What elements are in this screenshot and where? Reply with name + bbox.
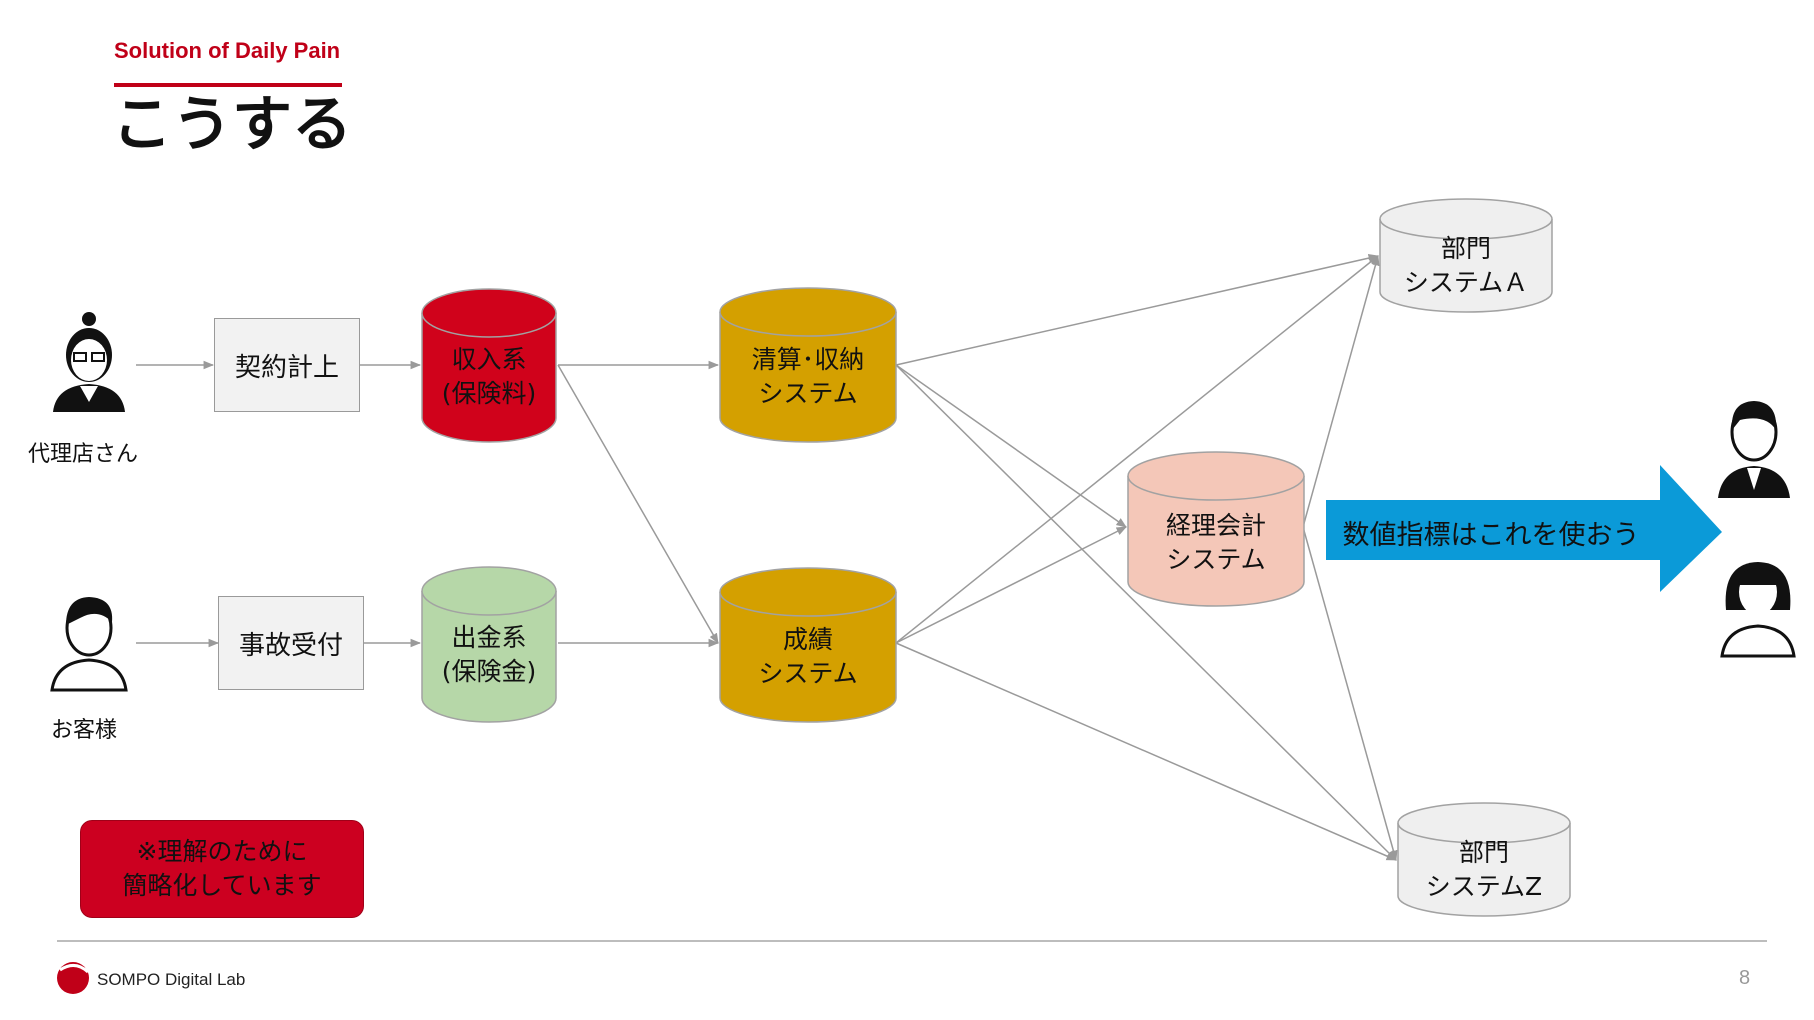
customer-label: お客様 [51, 718, 118, 743]
callout-text: 数値指標はこれを使おう [1342, 519, 1640, 551]
agent-person-icon [53, 312, 125, 412]
cylinder-income [421, 288, 557, 443]
sompo-logo-icon [57, 962, 90, 994]
title-underline [114, 83, 342, 87]
callout-arrow [1326, 465, 1722, 592]
edge-settlement-accounting [895, 364, 1127, 528]
businessman-icon [1718, 401, 1790, 498]
cylinder-dept-a [1379, 198, 1553, 313]
cylinder-performance [719, 567, 897, 723]
cylinder-settlement [719, 287, 897, 443]
claim-intake-box: 事故受付 [218, 596, 364, 690]
agent-label: 代理店さん [28, 442, 139, 467]
payout-system-label: 出金系 (保険金) [441, 623, 537, 686]
edge-performance-deptz [895, 642, 1397, 861]
edge-settlement-deptz [895, 364, 1397, 861]
company-name: SOMPO Digital Lab [97, 970, 246, 989]
section-subtitle: Solution of Daily Pain [114, 38, 341, 63]
accounting-system-label: 経理会計 システム [1165, 511, 1266, 574]
income-system-label: 収入系 (保険料) [441, 345, 537, 408]
cylinder-accounting [1127, 451, 1305, 607]
dept-a-system-label: 部門 システムＡ [1403, 234, 1529, 297]
settlement-system-label: 清算･収納 システム [751, 345, 865, 408]
edge-accounting-deptz [1302, 526, 1398, 862]
edge-income-performance [557, 364, 719, 644]
edge-performance-depta [895, 255, 1379, 644]
customer-person-icon [50, 597, 128, 692]
footer-divider [57, 940, 1767, 942]
page-title: こうする [112, 90, 352, 160]
edge-settlement-depta [895, 253, 1380, 366]
contract-booking-box: 契約計上 [214, 318, 360, 412]
edge-accounting-depta [1302, 254, 1380, 528]
performance-system-label: 成績 システム [758, 625, 858, 688]
dept-z-system-label: 部門 システムZ [1425, 838, 1543, 901]
cylinder-payout [421, 566, 557, 723]
cylinder-dept-z [1397, 802, 1571, 917]
simplification-note: ※理解のために 簡略化しています [80, 820, 364, 918]
connectors [136, 253, 1398, 862]
page-number: 8 [1739, 967, 1751, 989]
woman-person-icon [1720, 562, 1796, 658]
edge-performance-accounting [895, 526, 1127, 644]
